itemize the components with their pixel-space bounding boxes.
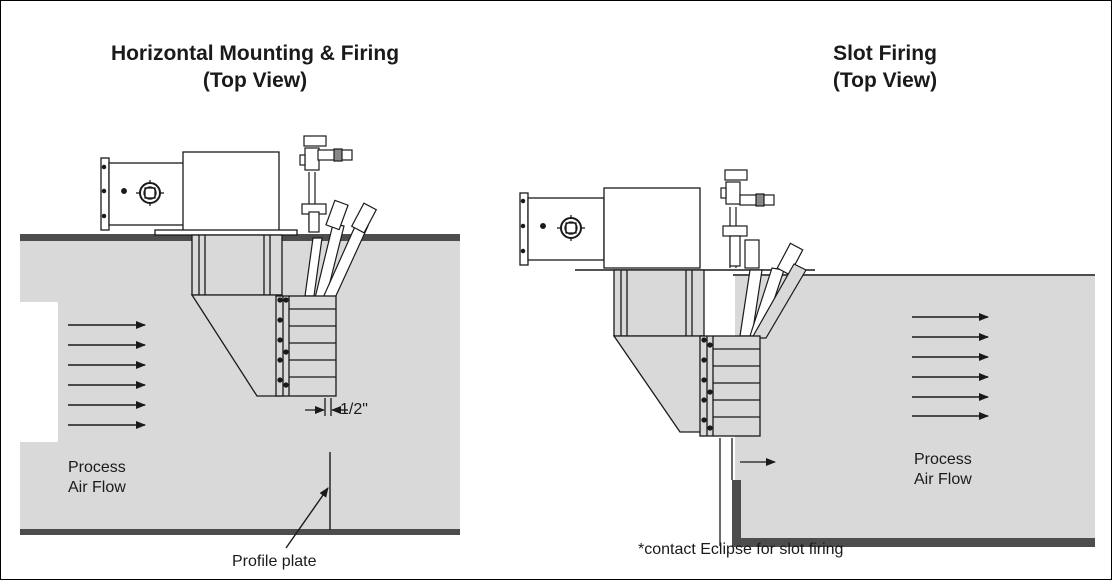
left-combustion-chamber <box>275 295 337 397</box>
left-dimension-marker <box>305 398 348 416</box>
left-diagram <box>20 135 460 549</box>
left-duct-inlet <box>20 302 58 442</box>
right-duct-bottom-wall <box>732 480 1095 547</box>
right-title-line2: (Top View) <box>832 69 938 92</box>
right-flow-label-line2: Air Flow <box>914 471 972 488</box>
left-title: Horizontal Mounting & Firing (Top View) <box>40 40 470 94</box>
left-duct-bottom-wall <box>20 529 460 535</box>
left-blower <box>100 151 298 236</box>
right-title-line1: Slot Firing <box>833 42 937 65</box>
left-dimension-label: 1/2" <box>340 401 368 418</box>
profile-plate-label: Profile plate <box>232 553 317 570</box>
right-title: Slot Firing (Top View) <box>700 40 1070 94</box>
left-profile-plate <box>285 452 331 549</box>
slot-firing-note: *contact Eclipse for slot firing <box>638 541 844 558</box>
left-burner-body <box>190 234 283 397</box>
right-blower <box>519 187 701 269</box>
right-combustion-chamber <box>699 335 761 437</box>
left-flow-label-line2: Air Flow <box>68 479 126 496</box>
right-flow-label-line1: Process <box>914 451 972 468</box>
left-piping <box>299 135 353 233</box>
left-flow-label-line1: Process <box>68 459 126 476</box>
right-flow-label: Process Air Flow <box>914 450 972 490</box>
right-flow-arrows <box>912 313 989 420</box>
right-burner-body <box>612 269 705 433</box>
right-diagram <box>519 169 1095 547</box>
left-flow-arrows <box>68 321 146 429</box>
left-flow-label: Process Air Flow <box>68 458 126 498</box>
right-inlet-slot <box>719 438 776 546</box>
left-title-line2: (Top View) <box>202 69 308 92</box>
left-title-line1: Horizontal Mounting & Firing <box>110 42 400 65</box>
right-piping <box>720 169 775 268</box>
